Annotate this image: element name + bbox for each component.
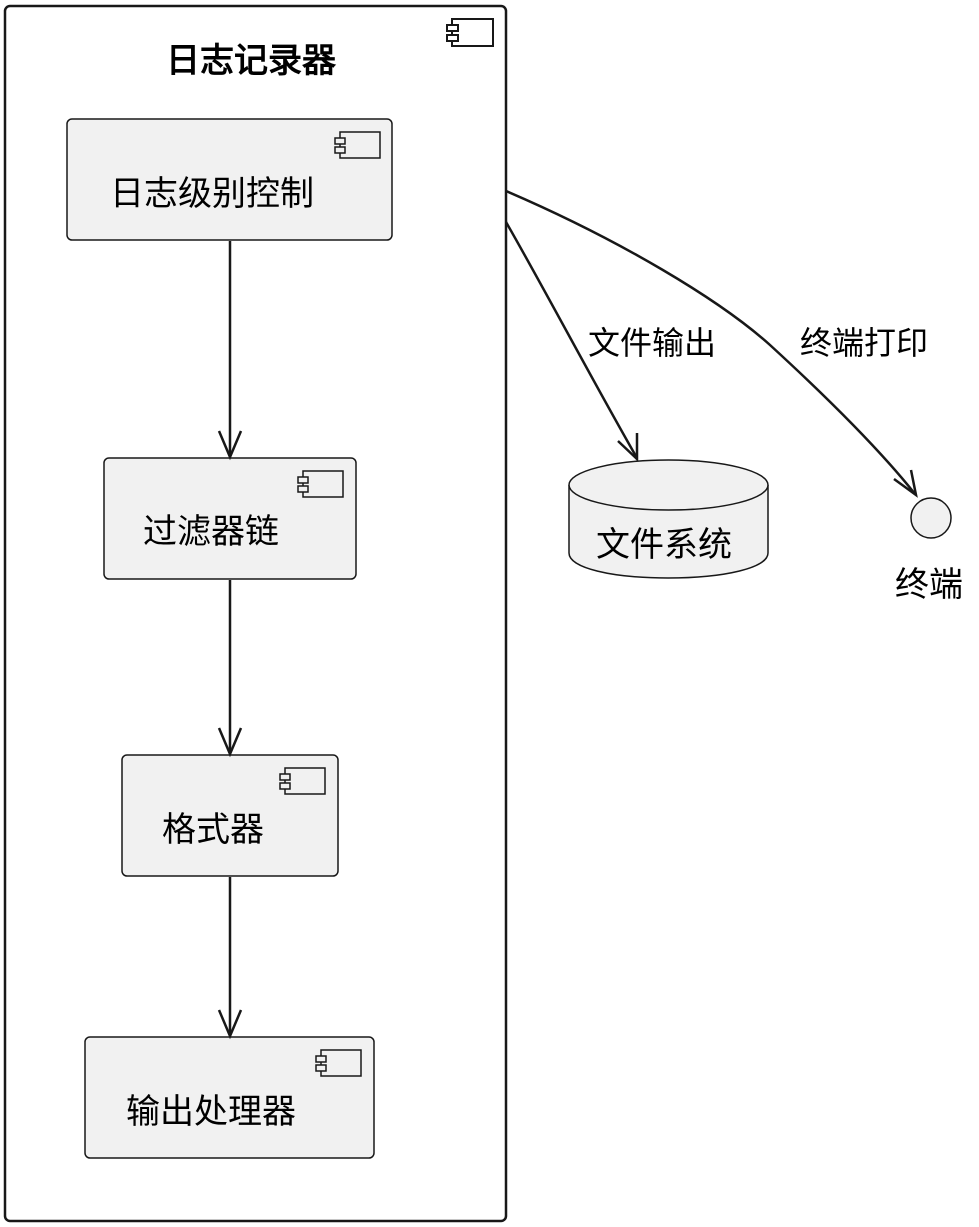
component-icon [279, 767, 326, 795]
arrow-terminal-print [505, 189, 918, 498]
file-system-label: 文件系统 [596, 525, 732, 565]
component-icon [315, 1049, 362, 1077]
arrow-formatter-to-output [217, 877, 243, 1040]
level-control-label: 日志级别控制 [110, 174, 314, 214]
logger-container [3, 4, 508, 1223]
output-handler-label: 输出处理器 [126, 1092, 296, 1132]
container-title: 日志记录器 [166, 41, 336, 81]
filter-chain-label: 过滤器链 [143, 512, 279, 552]
component-icon [297, 470, 344, 498]
component-level-control [66, 118, 393, 241]
terminal-label: 终端 [895, 565, 963, 605]
file-output-edge-label: 文件输出 [588, 324, 717, 362]
arrow-level-to-filter [217, 241, 243, 461]
file-system-database [568, 459, 769, 579]
arrow-file-output [504, 221, 639, 462]
terminal-print-edge-label: 终端打印 [800, 324, 929, 362]
component-formatter [121, 754, 339, 877]
component-filter-chain [103, 457, 357, 580]
formatter-label: 格式器 [162, 810, 264, 850]
component-icon [334, 131, 381, 159]
container-component-icon [446, 18, 494, 47]
terminal-interface [910, 497, 952, 539]
arrow-filter-to-formatter [217, 580, 243, 758]
